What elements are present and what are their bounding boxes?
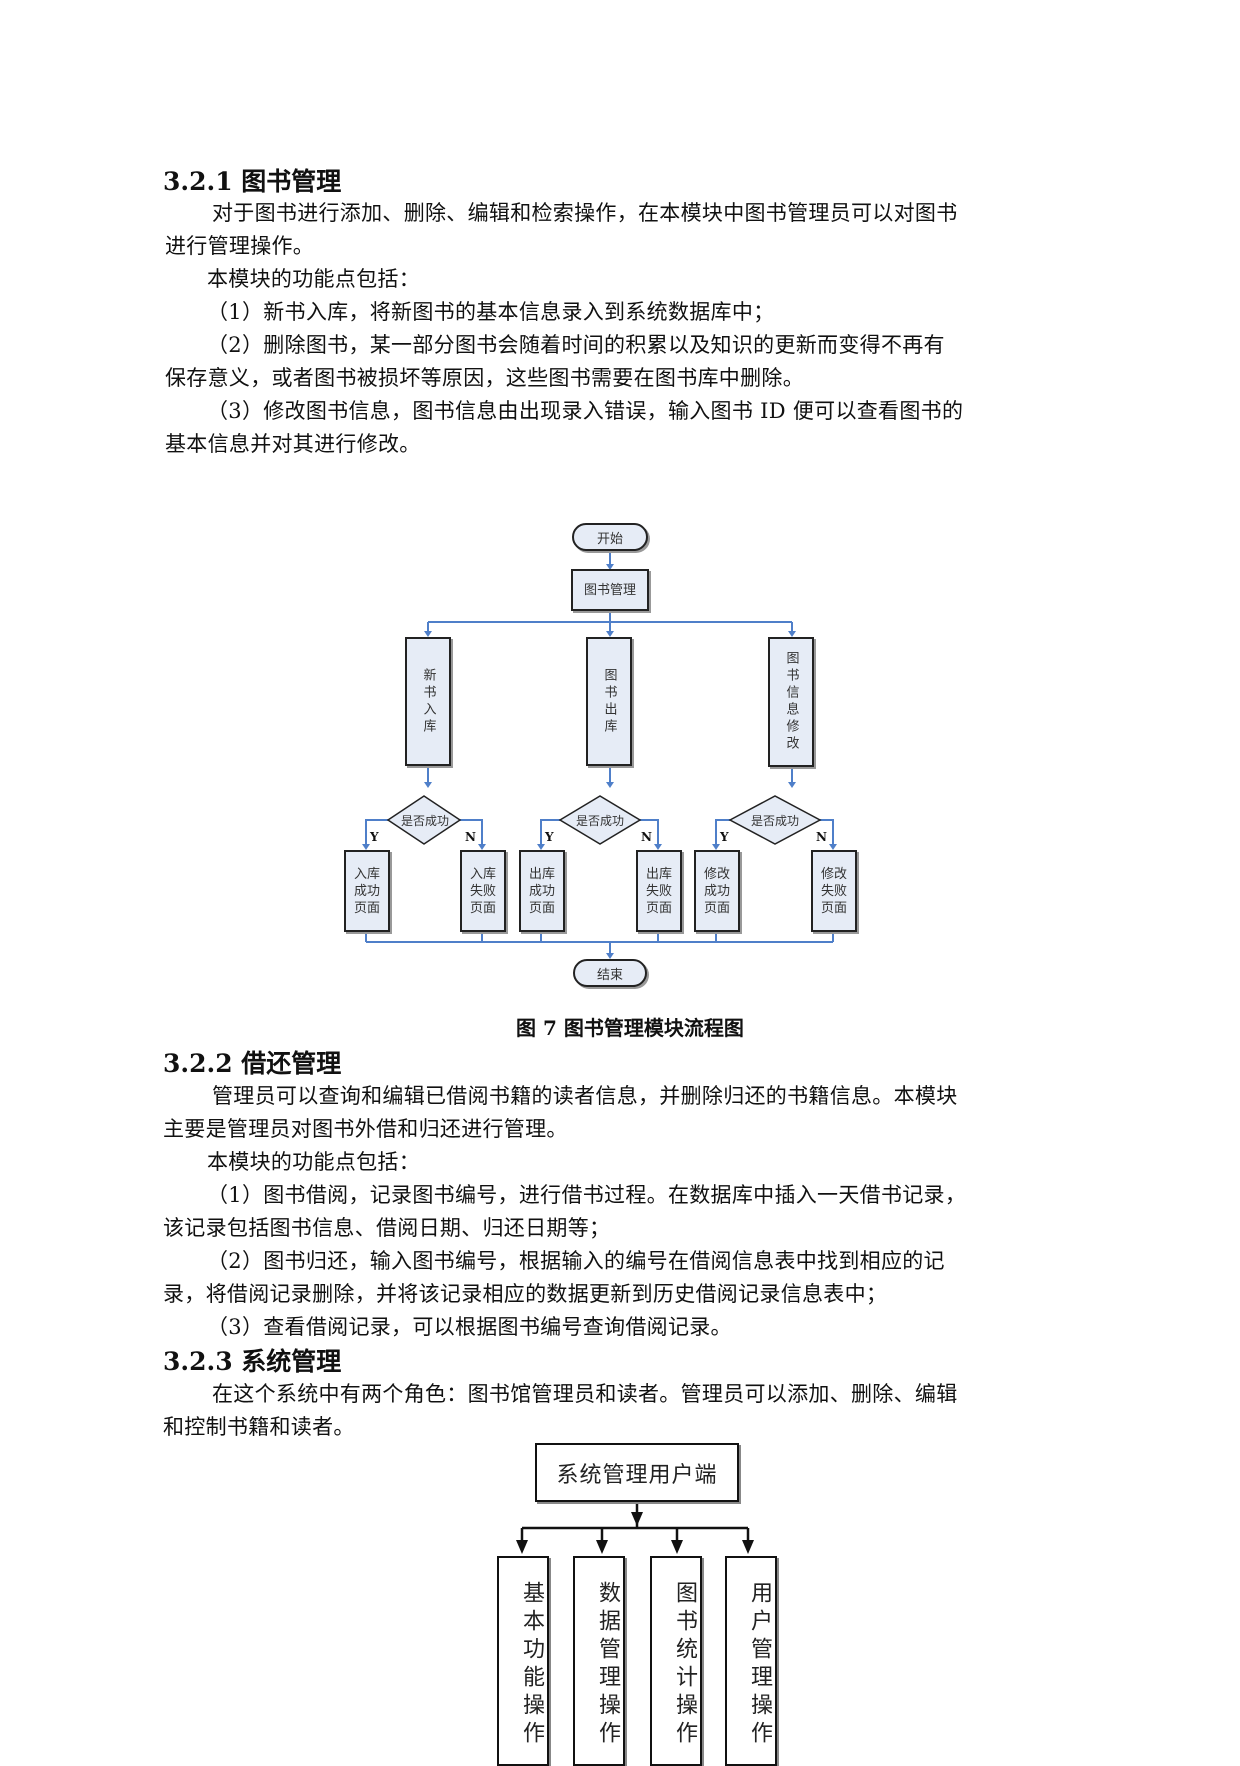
system-management-diagram: 系统管理用户端 基本功能操作 数据管理操作 图书统计操作 用户管理操作 bbox=[480, 1430, 800, 1766]
flowchart-branch-new-book: 新书入库 bbox=[405, 637, 451, 766]
paragraph-line: 对于图书进行添加、删除、编辑和检索操作，在本模块中图书管理员可以对图书 bbox=[212, 201, 958, 225]
flowchart-end: 结束 bbox=[573, 959, 647, 987]
list-item: 基本信息并对其进行修改。 bbox=[165, 432, 421, 456]
diagram-connectors bbox=[516, 1502, 754, 1554]
paragraph-line: 本模块的功能点包括： bbox=[207, 267, 420, 291]
list-item: （2）图书归还，输入图书编号，根据输入的编号在借阅信息表中找到相应的记 bbox=[207, 1249, 945, 1273]
flowchart-result-success: 出库成功页面 bbox=[519, 850, 565, 932]
yes-label: Y bbox=[720, 830, 729, 844]
decision-label: 是否成功 bbox=[400, 814, 449, 828]
no-label: N bbox=[465, 830, 476, 844]
flowchart-root-node: 图书管理 bbox=[571, 569, 649, 611]
flowchart-start: 开始 bbox=[572, 523, 648, 551]
flowchart-result-success: 修改成功页面 bbox=[694, 850, 740, 932]
child-node-data-management: 数据管理操作 bbox=[573, 1556, 625, 1766]
flowchart-connectors bbox=[362, 550, 837, 959]
figure-7-caption: 图 7 图书管理模块流程图 bbox=[516, 1016, 744, 1040]
no-label: N bbox=[641, 830, 652, 844]
list-item: （2）删除图书，某一部分图书会随着时间的积累以及知识的更新而变得不再有 bbox=[207, 333, 945, 357]
list-item: 保存意义，或者图书被损坏等原因，这些图书需要在图书库中删除。 bbox=[165, 366, 804, 390]
yes-label: Y bbox=[545, 830, 554, 844]
list-item: 录，将借阅记录删除，并将该记录相应的数据更新到历史借阅记录信息表中； bbox=[163, 1282, 888, 1306]
system-root-node: 系统管理用户端 bbox=[535, 1443, 739, 1502]
paragraph-line: 在这个系统中有两个角色：图书馆管理员和读者。管理员可以添加、删除、编辑 bbox=[212, 1382, 958, 1406]
flowchart-result-fail: 出库失败页面 bbox=[636, 850, 682, 932]
no-label: N bbox=[816, 830, 827, 844]
section-heading-321: 3.2.1 图书管理 bbox=[163, 167, 342, 196]
child-node-book-statistics: 图书统计操作 bbox=[650, 1556, 702, 1766]
paragraph-line: 管理员可以查询和编辑已借阅书籍的读者信息，并删除归还的书籍信息。本模块 bbox=[212, 1084, 958, 1108]
figure-7-flowchart: 开始 图书管理 新书入库 图书出库 图书信息修改 是否成功 是否成功 是否成功 … bbox=[330, 510, 910, 1000]
flowchart-branch-modify: 图书信息修改 bbox=[768, 637, 814, 767]
decision-label: 是否成功 bbox=[750, 814, 799, 828]
list-item: （1）图书借阅，记录图书编号，进行借书过程。在数据库中插入一天借书记录， bbox=[207, 1183, 967, 1207]
list-item: （3）修改图书信息，图书信息由出现录入错误，输入图书 ID 便可以查看图书的 bbox=[207, 399, 964, 423]
flowchart-result-fail: 入库失败页面 bbox=[460, 850, 506, 932]
paragraph-line: 和控制书籍和读者。 bbox=[163, 1415, 355, 1439]
decision-label: 是否成功 bbox=[575, 814, 624, 828]
child-node-basic-functions: 基本功能操作 bbox=[497, 1556, 549, 1766]
section-heading-323: 3.2.3 系统管理 bbox=[163, 1347, 342, 1376]
list-item: （1）新书入库，将新图书的基本信息录入到系统数据库中； bbox=[207, 300, 775, 324]
list-item: 该记录包括图书信息、借阅日期、归还日期等； bbox=[163, 1216, 611, 1240]
section-heading-322: 3.2.2 借还管理 bbox=[163, 1049, 342, 1078]
flowchart-result-success: 入库成功页面 bbox=[344, 850, 390, 932]
list-item: （3）查看借阅记录，可以根据图书编号查询借阅记录。 bbox=[207, 1315, 732, 1339]
flowchart-result-fail: 修改失败页面 bbox=[811, 850, 857, 932]
yes-label: Y bbox=[370, 830, 379, 844]
flowchart-branch-checkout: 图书出库 bbox=[586, 637, 632, 766]
child-node-user-management: 用户管理操作 bbox=[725, 1556, 777, 1766]
paragraph-line: 进行管理操作。 bbox=[165, 234, 315, 258]
paragraph-line: 本模块的功能点包括： bbox=[207, 1150, 420, 1174]
paragraph-line: 主要是管理员对图书外借和归还进行管理。 bbox=[163, 1117, 568, 1141]
